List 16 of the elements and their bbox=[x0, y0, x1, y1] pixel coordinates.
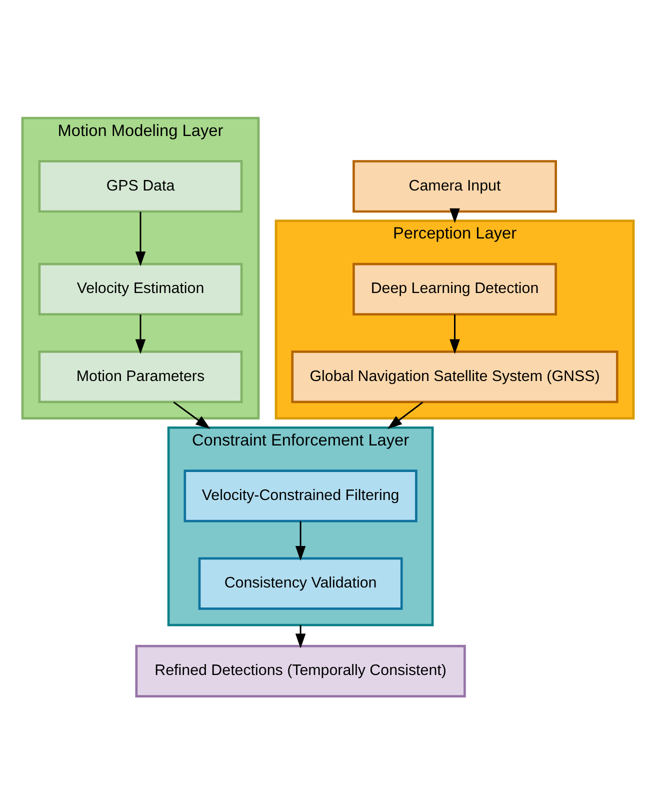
arrow bbox=[295, 625, 306, 648]
arrow bbox=[295, 521, 306, 561]
node-box: GPS Data bbox=[38, 160, 243, 213]
arrow bbox=[173, 402, 210, 429]
node-box: Global Navigation Satellite System (GNSS) bbox=[291, 350, 618, 404]
arrow bbox=[135, 314, 146, 354]
arrow bbox=[135, 212, 146, 266]
node-box: Velocity Estimation bbox=[38, 262, 243, 316]
arrow bbox=[387, 402, 424, 429]
node-box: Deep Learning Detection bbox=[352, 262, 557, 316]
arrow bbox=[450, 208, 460, 224]
node-box: Refined Detections (Temporally Consistent) bbox=[135, 644, 466, 698]
node-box: Motion Parameters bbox=[38, 350, 243, 404]
arrow bbox=[450, 314, 460, 354]
node-box: Consistency Validation bbox=[198, 557, 403, 610]
node-box: Velocity-Constrained Filtering bbox=[184, 470, 418, 522]
